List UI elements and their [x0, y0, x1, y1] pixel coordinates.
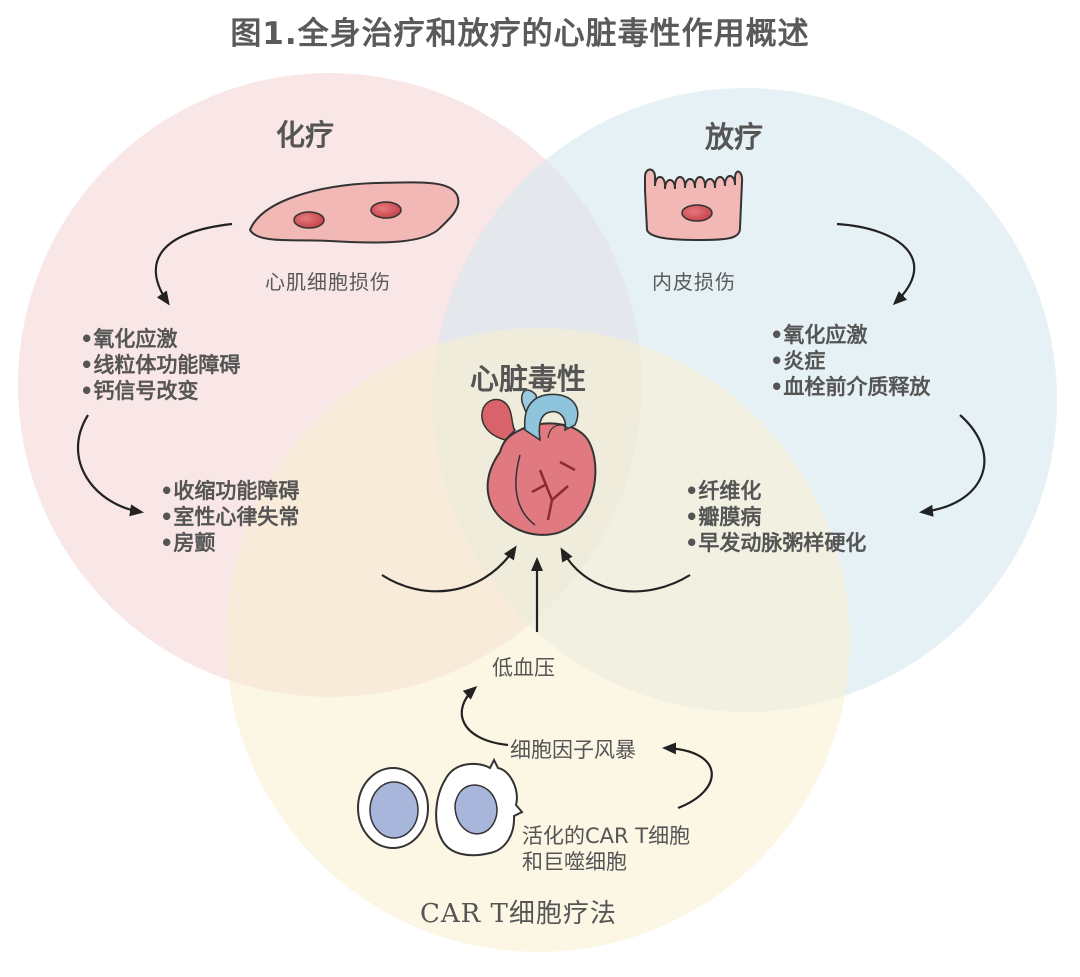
radio-outcome-list: •纤维化 •瓣膜病 •早发动脉粥样硬化: [685, 478, 866, 556]
list-item: •钙信号改变: [80, 379, 199, 403]
heart-icon: [481, 389, 597, 536]
macrophage-icon: [435, 757, 524, 857]
list-item: •收缩功能障碍: [160, 479, 300, 503]
list-item: •氧化应激: [80, 327, 178, 351]
list-item: •线粒体功能障碍: [80, 353, 241, 377]
list-item: •房颤: [160, 531, 216, 555]
endothelial-cell-icon: [644, 168, 744, 242]
cytokine-to-hypotension-arrow: [460, 686, 509, 747]
list-item: •早发动脉粥样硬化: [685, 531, 867, 555]
chemo-outcome-list: •收缩功能障碍 •室性心律失常 •房颤: [160, 478, 299, 556]
cardiotoxicity-title: 心脏毒性: [470, 362, 587, 396]
activated-cells-label-line1: 活化的CAR T细胞: [522, 824, 691, 848]
car-t-title: CAR T细胞疗法: [420, 899, 617, 929]
chemo-mechanism-list: •氧化应激 •线粒体功能障碍 •钙信号改变: [80, 326, 240, 404]
activated-cells-label-line2: 和巨噬细胞: [522, 850, 627, 874]
radio-mechanism-list: •氧化应激 •炎症 •血栓前介质释放: [770, 322, 930, 400]
radio-to-heart-arrow: [560, 547, 691, 593]
list-item: •瓣膜病: [685, 505, 762, 529]
hypotension-label: 低血压: [492, 656, 555, 680]
list-item: •氧化应激: [770, 323, 868, 347]
list-item: •炎症: [770, 349, 826, 373]
chemo-arrow-2: [76, 414, 144, 517]
radio-arrow-2: [919, 414, 986, 517]
radio-injury-label: 内皮损伤: [652, 270, 736, 294]
figure-title: 图1.全身治疗和放疗的心脏毒性作用概述: [230, 16, 810, 52]
list-item: •纤维化: [685, 479, 762, 503]
list-item: •室性心律失常: [160, 505, 300, 529]
cytokine-storm-label: 细胞因子风暴: [510, 738, 636, 762]
chemo-title: 化疗: [276, 118, 335, 152]
list-item: •血栓前介质释放: [770, 375, 931, 399]
cardiomyocyte-icon: [248, 181, 460, 244]
cells-to-cytokine-arrow: [662, 742, 713, 810]
car-t-cell-icon: [357, 767, 429, 849]
radio-arrow-1: [836, 222, 916, 306]
chemo-to-heart-arrow: [381, 545, 517, 593]
chemo-injury-label: 心肌细胞损伤: [265, 270, 391, 294]
chemo-arrow-1: [154, 222, 233, 306]
radio-title: 放疗: [705, 120, 764, 154]
